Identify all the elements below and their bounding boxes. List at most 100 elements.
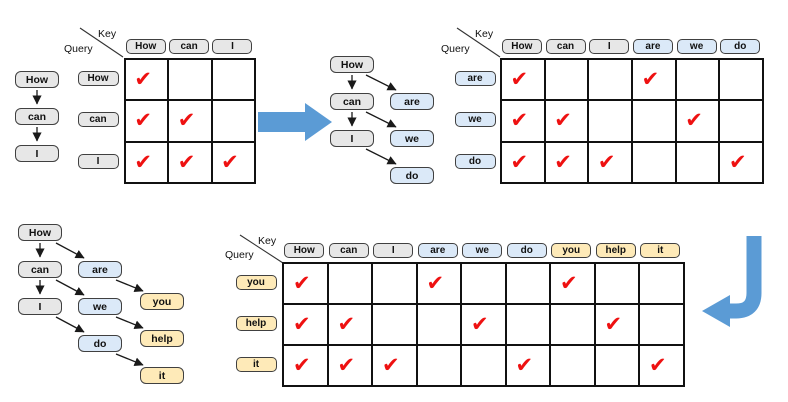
mask-cell: ✔ [501, 59, 545, 101]
mask-cell: ✔ [675, 100, 720, 142]
arrow-can-to-we [55, 279, 85, 296]
query-token: do [454, 153, 496, 169]
key-token: can [545, 38, 586, 54]
mask-cell [544, 59, 589, 101]
matrix1-query-column: How can I [74, 58, 122, 182]
tree-node-it: it [140, 367, 184, 384]
tree-node-can: can [330, 93, 374, 110]
key-axis-label: Key [475, 28, 494, 40]
mask-cell: ✔ [550, 263, 595, 304]
key-token: we [676, 38, 717, 54]
mask-cell: ✔ [327, 304, 372, 345]
key-token: can [169, 38, 210, 54]
arrow-i-to-do [365, 148, 397, 165]
arrow-are-to-you [115, 279, 144, 293]
mask-cell [639, 304, 684, 345]
mask-cell: ✔ [168, 141, 212, 183]
mask-cell: ✔ [125, 100, 169, 142]
mask-cell: ✔ [283, 263, 328, 304]
tree-node-help: help [140, 330, 184, 347]
arrow-how-to-are [55, 242, 85, 259]
tree-node-are: are [78, 261, 122, 278]
mask-cell: ✔ [416, 263, 461, 304]
mask-cell [327, 263, 372, 304]
arrow-i-to-do [55, 316, 85, 333]
mask-cell: ✔ [588, 141, 633, 183]
query-token: can [77, 112, 119, 128]
tree-node-how: How [15, 71, 59, 88]
key-token: How [284, 242, 325, 258]
mask-cell [461, 345, 506, 386]
key-token: you [551, 242, 592, 258]
tree-node-can: can [18, 261, 62, 278]
query-axis-label: Query [441, 43, 470, 55]
arrow-can-to-we [365, 111, 397, 128]
mask-cell: ✔ [211, 141, 256, 183]
query-token: help [235, 316, 277, 331]
mask-cell: ✔ [594, 304, 639, 345]
matrix1-grid: ✔ ✔ ✔ ✔ ✔ ✔ [124, 58, 257, 184]
matrix3-grid: ✔ ✔ ✔ ✔ ✔ ✔ ✔ ✔ ✔ ✔ ✔ ✔ [282, 262, 685, 387]
mask-cell [461, 263, 506, 304]
key-token: do [720, 38, 761, 54]
mask-cell [675, 59, 720, 101]
tree-node-you: you [140, 293, 184, 310]
mask-cell: ✔ [461, 304, 506, 345]
query-token: I [77, 153, 119, 169]
key-token: we [462, 242, 503, 258]
mask-cell [211, 59, 256, 101]
tree-node-we: we [78, 298, 122, 315]
tree-node-how: How [330, 56, 374, 73]
mask-cell [588, 59, 633, 101]
tree-node-do: do [78, 335, 122, 352]
key-token: help [595, 242, 636, 258]
mask-cell [416, 345, 461, 386]
arrow-we-to-help [115, 316, 144, 330]
mask-cell [372, 304, 417, 345]
mask-cell [594, 345, 639, 386]
matrix3-query-column: you help it [232, 262, 280, 385]
arrow-how-to-are [365, 74, 397, 91]
key-token: How [125, 38, 166, 54]
query-token: we [454, 112, 496, 128]
mask-cell [588, 100, 633, 142]
mask-cell [550, 304, 595, 345]
mask-cell [505, 263, 550, 304]
key-token: I [212, 38, 253, 54]
mask-cell: ✔ [501, 100, 545, 142]
mask-cell [550, 345, 595, 386]
tree-node-i: I [15, 145, 59, 162]
tree-node-i: I [18, 298, 62, 315]
arrow-do-to-it [115, 353, 144, 367]
mask-cell: ✔ [125, 141, 169, 183]
mask-cell: ✔ [327, 345, 372, 386]
tree-node-i: I [330, 130, 374, 147]
mask-cell: ✔ [283, 345, 328, 386]
key-axis-label: Key [258, 235, 277, 247]
mask-cell [211, 100, 256, 142]
mask-cell [719, 100, 764, 142]
mask-cell [416, 304, 461, 345]
mask-cell [632, 141, 676, 183]
query-axis-label: Query [64, 43, 93, 55]
mask-cell: ✔ [372, 345, 417, 386]
query-token: How [77, 71, 119, 87]
tree-node-how: How [18, 224, 62, 241]
key-axis-label: Key [98, 28, 117, 40]
matrix2-grid: ✔ ✔ ✔ ✔ ✔ ✔ ✔ ✔ ✔ [500, 58, 765, 184]
mask-cell [675, 141, 720, 183]
key-token: are [632, 38, 673, 54]
query-token: it [235, 357, 277, 372]
key-token: do [506, 242, 547, 258]
query-token: you [235, 275, 277, 290]
mask-cell: ✔ [544, 141, 589, 183]
mask-cell [632, 100, 676, 142]
key-token: it [640, 242, 681, 258]
key-token: I [589, 38, 630, 54]
key-token: I [373, 242, 414, 258]
key-token: can [328, 242, 369, 258]
mask-cell [594, 263, 639, 304]
matrix2-query-column: are we do [451, 58, 499, 182]
matrix2-key-row: How can I are we do [500, 37, 762, 55]
